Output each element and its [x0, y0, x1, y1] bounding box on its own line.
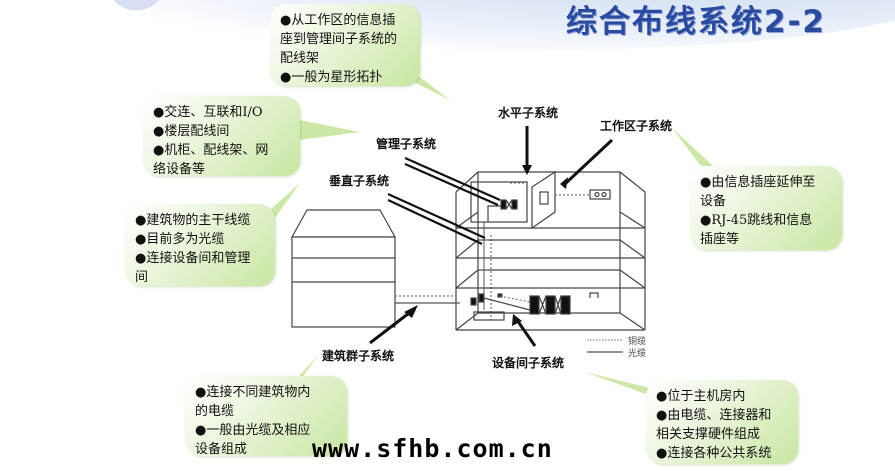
callout-horizontal: ●从工作区的信息插 座到管理间子系统的 配线架 ●一般为星形拓扑	[270, 4, 420, 86]
remote-building	[290, 209, 397, 328]
callout-line: ●楼层配线间	[153, 124, 230, 139]
callout-line: ●目前多为光缆	[135, 232, 225, 247]
label-horizontal: 水平子系统	[498, 106, 559, 120]
legend-fiber: 光缆	[628, 349, 647, 359]
label-campus: 建筑群子系统	[322, 349, 395, 363]
label-vertical: 垂直子系统	[329, 174, 390, 188]
callout-line: 设备	[700, 194, 727, 209]
callout-work-area: ●由信息插座延伸至 设备 ●RJ-45跳线和信息 插座等	[690, 166, 842, 250]
callout-line: 设备组成	[195, 442, 248, 457]
callout-line: 座到管理间子系统的	[280, 32, 398, 47]
callout-line: ●从工作区的信息插	[280, 13, 396, 28]
patch-panel-floor	[487, 199, 518, 222]
website-watermark: www.sfhb.com.cn	[312, 434, 553, 463]
callout-tails	[270, 58, 720, 400]
callout-line: ●交连、互联和I/O	[153, 105, 263, 120]
callout-line: ●一般由光缆及相应	[195, 423, 311, 438]
callout-line: ●位于主机房内	[656, 389, 746, 404]
callout-line: ●一般为星形拓扑	[280, 70, 383, 85]
label-management: 管理子系统	[376, 137, 437, 151]
page-title: 综合布线系统2-2	[566, 4, 827, 40]
callout-vertical: ●建筑物的主干线缆 ●目前多为光缆 ●连接设备间和管理 间	[125, 204, 275, 286]
callout-line: ●建筑物的主干线缆	[135, 213, 251, 228]
callout-equipment-room: ●位于主机房内 ●由电缆、连接器和 相关支撑硬件组成 ●连接各种公共系统	[646, 380, 798, 464]
callout-line: 间	[135, 270, 149, 285]
callout-line: ●由信息插座延伸至	[700, 175, 816, 190]
callout-line: 络设备等	[153, 162, 206, 177]
callout-line: 插座等	[700, 232, 740, 247]
callout-management: ●交连、互联和I/O ●楼层配线间 ●机柜、配线架、网 络设备等	[143, 96, 300, 177]
callout-line: ●机柜、配线架、网	[153, 143, 269, 158]
callout-line: 配线架	[280, 51, 320, 66]
patch-panel-equipment-room	[470, 292, 599, 321]
callout-line: ●连接不同建筑物内	[195, 385, 311, 400]
callout-campus: ●连接不同建筑物内 的电缆 ●一般由光缆及相应 设备组成	[185, 376, 347, 457]
callout-line: ●由电缆、连接器和	[656, 408, 772, 423]
label-equipment-room: 设备间子系统	[492, 356, 565, 370]
callout-line: ●连接各种公共系统	[656, 446, 772, 461]
callout-line: ●RJ-45跳线和信息	[700, 213, 813, 228]
callout-line: 的电缆	[195, 404, 235, 419]
label-work-area: 工作区子系统	[600, 119, 673, 133]
callout-line: ●连接设备间和管理	[135, 251, 251, 266]
callout-line: 相关支撑硬件组成	[656, 427, 761, 442]
pointer-arrows	[369, 126, 614, 347]
main-building	[455, 170, 646, 331]
legend-copper: 铜缆	[628, 337, 647, 347]
